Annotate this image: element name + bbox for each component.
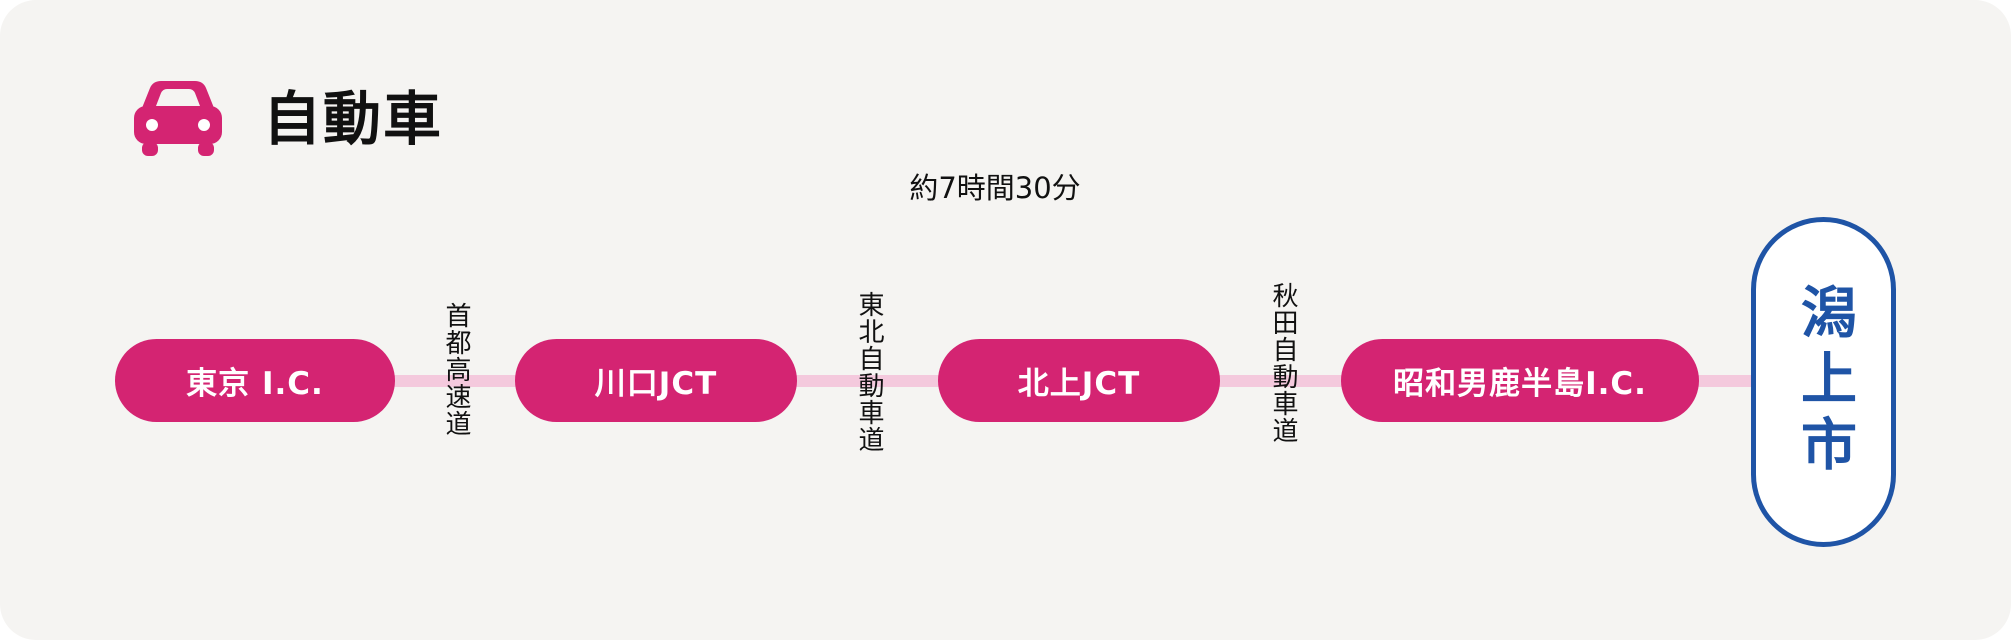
travel-duration: 約7時間30分	[909, 171, 1081, 205]
stop-showa-oga-ic: 昭和男鹿半島I.C.	[1341, 339, 1699, 422]
destination-badge: 潟上市	[1751, 217, 1896, 547]
stop-kitakami-jct: 北上JCT	[938, 339, 1220, 422]
car-icon	[134, 81, 222, 156]
stop-kawaguchi-jct: 川口JCT	[515, 339, 797, 422]
road-label-akita: 秋田自動車道	[1268, 282, 1298, 444]
road-label-tohoku: 東北自動車道	[854, 291, 884, 453]
stop-tokyo-ic: 東京 I.C.	[115, 339, 395, 422]
header-title: 自動車	[263, 85, 444, 153]
destination-label: 潟上市	[1791, 283, 1857, 481]
road-label-shuto: 首都高速道	[441, 302, 471, 437]
